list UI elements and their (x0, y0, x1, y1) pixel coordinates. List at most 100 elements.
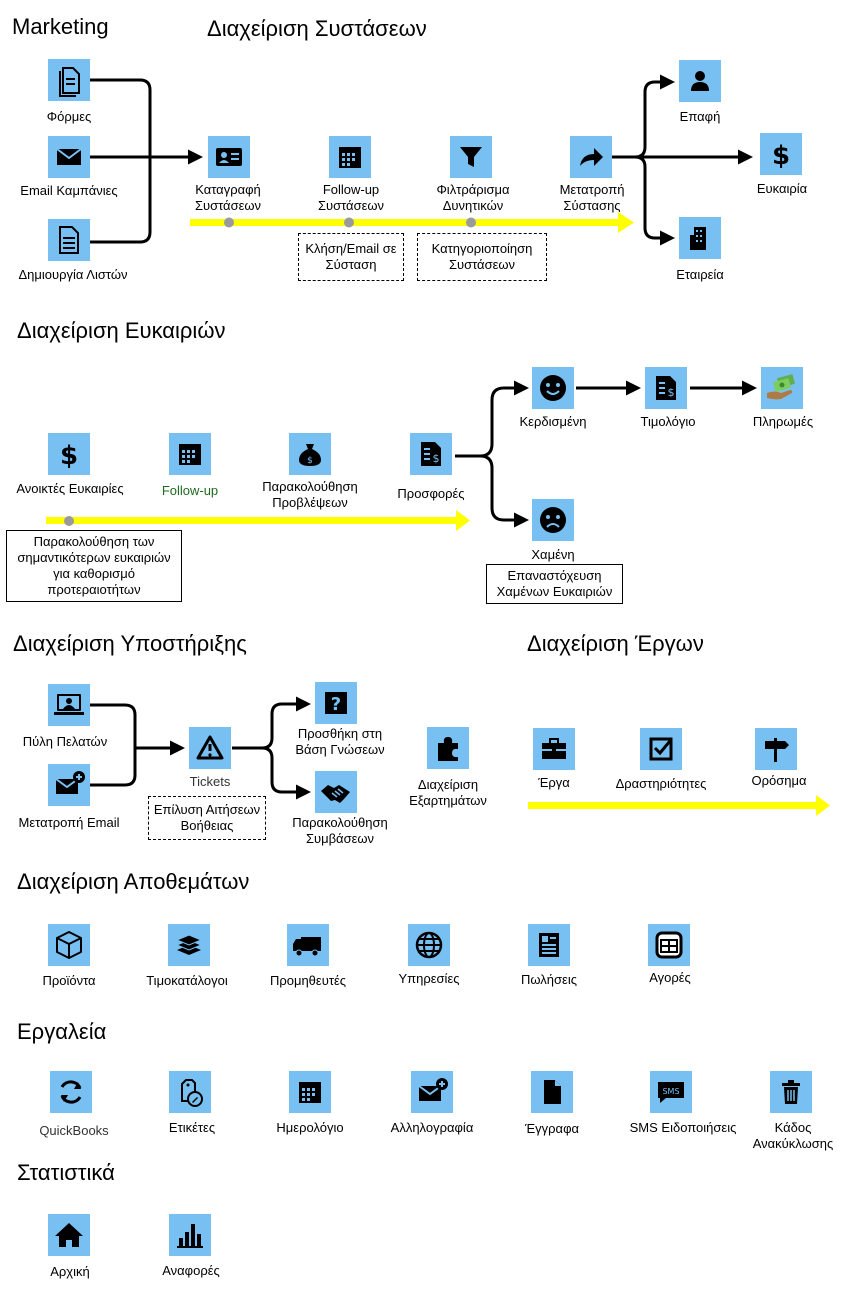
lead-followup-label: Follow-up Συστάσεων (317, 182, 385, 213)
open-opportunities-label: Ανοικτές Ευκαιρίες (16, 481, 124, 496)
home-label: Αρχική (50, 1264, 90, 1279)
forecast-moneybag-icon[interactable]: $ (289, 433, 331, 475)
products-cube-icon[interactable] (48, 924, 90, 966)
purchases-label: Αγορές (649, 970, 691, 985)
quickbooks-sync-icon[interactable] (50, 1071, 92, 1113)
sales-label: Πωλήσεις (521, 972, 577, 987)
lead-conversion-icon[interactable] (570, 136, 612, 178)
purchases-icon[interactable] (648, 924, 690, 966)
filter-icon[interactable] (450, 136, 492, 178)
sms-label: SMS Ειδοποιήσεις (629, 1120, 737, 1135)
customer-portal-icon[interactable] (48, 684, 90, 726)
forms-label: Φόρμες (46, 109, 92, 124)
customer-portal-label: Πύλη Πελατών (22, 734, 108, 749)
pricebooks-icon[interactable] (168, 924, 210, 966)
svg-text:$: $ (433, 452, 440, 465)
note-categorize-leads: Κατηγοριοποίηση Συστάσεων (417, 233, 547, 281)
note-priority-tracking: Παρακολούθηση των σημαντικότερων ευκαιρι… (6, 530, 182, 602)
invoice-label: Τιμολόγιο (640, 414, 696, 429)
tickets-label: Tickets (189, 774, 231, 789)
vendors-label: Προμηθευτές (269, 973, 347, 988)
documents-file-icon[interactable] (531, 1071, 573, 1113)
vendors-truck-icon[interactable] (287, 924, 329, 966)
mail-compose-icon[interactable] (411, 1071, 453, 1113)
opp-followup-calendar-icon[interactable] (169, 433, 211, 475)
quotes-icon[interactable]: $ (410, 433, 452, 475)
email-campaigns-label: Email Καμπάνιες (20, 183, 118, 198)
knowledge-base-label: Προσθήκη στη Βάση Γνώσεων (295, 726, 385, 757)
opportunity-dollar-icon[interactable]: $ (760, 133, 802, 175)
activities-checkbox-icon[interactable] (640, 728, 682, 770)
opp-followup-label: Follow-up (161, 483, 219, 498)
svg-text:$: $ (60, 441, 78, 471)
svg-text:$: $ (307, 456, 313, 466)
company-building-icon[interactable] (679, 217, 721, 259)
knowledge-base-question-icon[interactable]: ? (315, 682, 357, 724)
note-retarget-lost: Επαναστόχευση Χαμένων Ευκαιριών (486, 564, 623, 604)
reports-label: Αναφορές (162, 1263, 220, 1278)
lead-capture-icon[interactable] (208, 136, 250, 178)
contracts-handshake-icon[interactable] (315, 771, 357, 813)
email-convert-label: Μετατροπή Email (18, 815, 120, 830)
svg-text:?: ? (331, 694, 341, 715)
services-label: Υπηρεσίες (398, 971, 460, 986)
heading-statistics: Στατιστικά (17, 1160, 115, 1185)
tags-label: Ετικέτες (168, 1120, 216, 1135)
lead-capture-label: Καταγραφή Συστάσεων (194, 182, 262, 213)
milestone-label: Ορόσημα (751, 773, 807, 788)
tickets-warning-icon[interactable] (189, 727, 231, 769)
filter-label: Φιλτράρισμα Δυνητικών (436, 182, 510, 213)
company-label: Εταιρεία (676, 267, 724, 282)
lost-sad-icon[interactable] (532, 499, 574, 541)
contracts-label: Παρακολούθηση Συμβάσεων (292, 815, 388, 846)
note-call-email: Κλήση/Email σε Σύσταση (298, 233, 404, 281)
list-creation-icon[interactable] (48, 219, 90, 261)
heading-projects: Διαχείριση Έργων (527, 631, 704, 656)
calendar-icon[interactable] (289, 1071, 331, 1113)
won-label: Κερδισμένη (519, 414, 587, 429)
sms-glyph: SMS (662, 1087, 679, 1096)
heading-opportunities: Διαχείριση Ευκαιριών (17, 318, 226, 343)
projects-label: Έργα (538, 775, 570, 790)
activities-label: Δραστηριότητες (615, 776, 707, 791)
milestone-signpost-icon[interactable] (755, 728, 797, 770)
heading-inventory: Διαχείριση Αποθεμάτων (17, 869, 250, 894)
lost-label: Χαμένη (531, 547, 575, 562)
invoice-icon[interactable]: $ (645, 367, 687, 409)
documents-label: Έγγραφα (524, 1121, 580, 1136)
tags-icon[interactable] (169, 1071, 211, 1113)
note-resolve-tickets: Επίλυση Αιτήσεων Βοήθειας (148, 796, 266, 840)
projects-briefcase-icon[interactable] (533, 728, 575, 770)
open-opportunities-icon[interactable]: $ (48, 433, 90, 475)
email-campaigns-icon[interactable] (48, 136, 90, 178)
quotes-label: Προσφορές (397, 486, 465, 501)
payments-icon[interactable] (761, 367, 803, 409)
mail-label: Αλληλογραφία (390, 1120, 474, 1135)
svg-text:$: $ (772, 141, 790, 171)
payments-label: Πληρωμές (752, 414, 814, 429)
lead-conversion-label: Μετατροπή Σύστασης (559, 182, 625, 213)
email-convert-icon[interactable] (48, 764, 90, 806)
recycle-bin-icon[interactable] (770, 1071, 812, 1113)
reports-barchart-icon[interactable] (169, 1214, 211, 1256)
home-icon[interactable] (48, 1214, 90, 1256)
components-puzzle-icon[interactable] (427, 727, 469, 769)
svg-text:$: $ (668, 386, 675, 399)
pricebooks-label: Τιμοκατάλογοι (146, 973, 228, 988)
heading-support: Διαχείριση Υποστήριξης (13, 631, 247, 656)
services-globe-icon[interactable] (408, 924, 450, 966)
quickbooks-label: QuickBooks (39, 1123, 109, 1138)
contact-icon[interactable] (679, 60, 721, 102)
recycle-bin-label: Κάδος Ανακύκλωσης (752, 1120, 834, 1151)
sms-icon[interactable]: SMS (650, 1071, 692, 1113)
won-smiley-icon[interactable] (532, 367, 574, 409)
lead-followup-icon[interactable] (329, 136, 371, 178)
heading-leads: Διαχείριση Συστάσεων (207, 16, 427, 41)
opportunity-label: Ευκαιρία (756, 181, 808, 196)
contact-label: Επαφή (679, 109, 721, 124)
sales-document-icon[interactable] (528, 924, 570, 966)
forms-icon[interactable] (48, 59, 90, 101)
heading-tools: Εργαλεία (17, 1019, 107, 1044)
products-label: Προϊόντα (42, 973, 96, 988)
